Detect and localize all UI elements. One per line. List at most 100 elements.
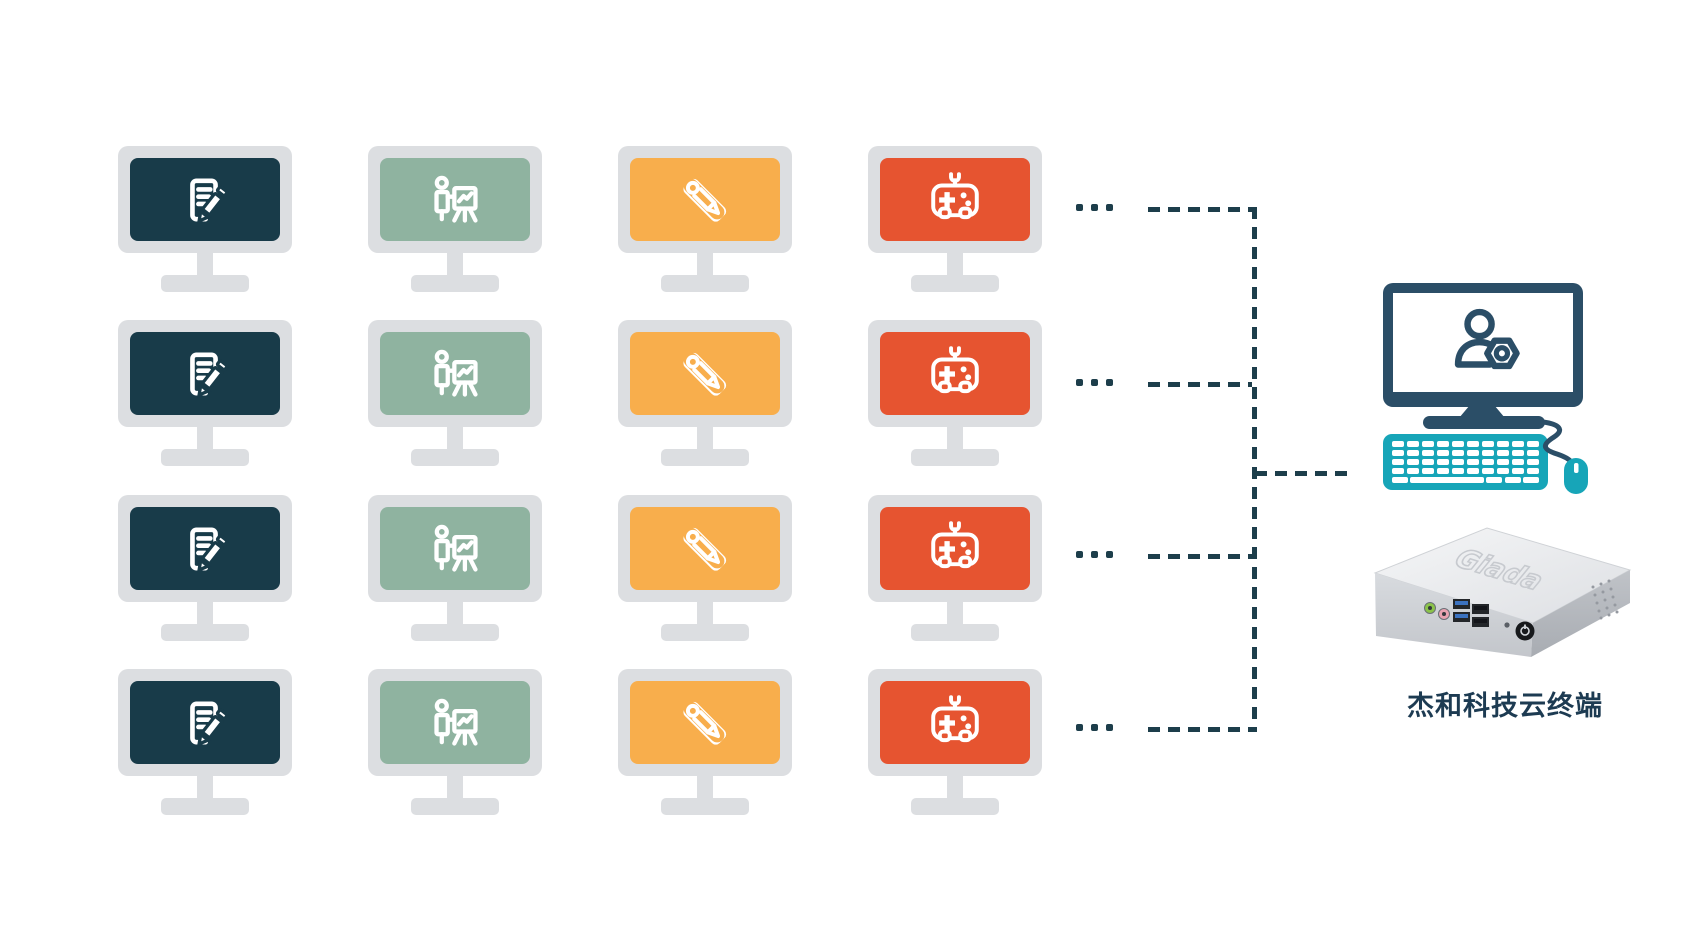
monitor-stand-neck — [447, 776, 463, 800]
document-edit-icon — [190, 352, 229, 398]
monitor-screen-gaming — [880, 158, 1030, 241]
monitor-screen-office — [130, 507, 280, 590]
keyboard-row — [1392, 458, 1540, 466]
monitor-presentation — [368, 495, 542, 602]
monitor-stand-neck — [697, 427, 713, 451]
keyboard-key — [1511, 458, 1525, 466]
monitor-design — [618, 320, 792, 427]
host-monitor-stand-neck — [1459, 406, 1505, 418]
monitor-screen-gaming — [880, 332, 1030, 415]
keyboard-key — [1523, 476, 1540, 484]
monitor-screen-office — [130, 332, 280, 415]
keyboard-key — [1481, 441, 1495, 448]
keyboard-row — [1392, 476, 1540, 484]
keyboard-key — [1511, 467, 1525, 475]
keyboard-key — [1511, 449, 1525, 457]
host-monitor-stand-base — [1423, 416, 1545, 429]
keyboard-row — [1392, 449, 1540, 457]
keyboard-icon — [1383, 434, 1548, 490]
monitor-gaming — [868, 495, 1042, 602]
monitor-presentation — [368, 669, 542, 776]
keyboard-key — [1481, 449, 1495, 457]
document-edit-icon — [190, 701, 229, 747]
monitor-gaming — [868, 146, 1042, 253]
keyboard-key — [1392, 441, 1405, 448]
monitor-design — [618, 669, 792, 776]
monitor-stand-neck — [947, 602, 963, 626]
dashed-connector-row-1 — [1148, 207, 1252, 212]
monitor-office — [118, 495, 292, 602]
keyboard-key — [1406, 458, 1420, 466]
keyboard-key — [1436, 467, 1450, 475]
keyboard-key — [1451, 467, 1465, 475]
keyboard-key — [1466, 441, 1480, 448]
gamepad-icon — [931, 171, 979, 219]
monitor-screen-gaming — [880, 681, 1030, 764]
ellipsis-dots — [1076, 724, 1083, 731]
monitor-stand-base — [661, 449, 749, 466]
monitor-gaming — [868, 320, 1042, 427]
monitor-stand-neck — [197, 602, 213, 626]
keyboard-row — [1392, 441, 1540, 448]
keyboard-key — [1466, 467, 1480, 475]
monitor-screen-design — [630, 158, 780, 241]
presenter-whiteboard-icon — [434, 349, 478, 397]
monitor-screen-presentation — [380, 158, 530, 241]
keyboard-key — [1496, 467, 1510, 475]
keyboard-key — [1504, 476, 1521, 484]
monitor-design — [618, 146, 792, 253]
monitor-stand-neck — [197, 427, 213, 451]
keyboard-key — [1421, 441, 1435, 448]
keyboard-key — [1436, 458, 1450, 466]
monitor-stand-base — [911, 449, 999, 466]
monitor-stand-neck — [947, 427, 963, 451]
keyboard-key — [1526, 449, 1540, 457]
monitor-stand-base — [911, 624, 999, 641]
dashed-connector-host-branch — [1255, 471, 1355, 476]
monitor-screen-design — [630, 332, 780, 415]
ellipsis-dots — [1091, 551, 1098, 558]
mini-pc-side-face — [1531, 570, 1630, 657]
document-edit-icon — [190, 178, 229, 224]
keyboard-key — [1406, 441, 1420, 448]
monitor-gaming — [868, 669, 1042, 776]
dashed-connector-row-4 — [1148, 727, 1252, 732]
monitor-stand-neck — [697, 602, 713, 626]
monitor-stand-neck — [697, 253, 713, 277]
keyboard-key — [1436, 441, 1450, 448]
monitor-screen-office — [130, 158, 280, 241]
monitor-stand-neck — [447, 427, 463, 451]
usb-ports — [1453, 599, 1489, 627]
keyboard-key — [1526, 458, 1540, 466]
ellipsis-dots — [1106, 379, 1113, 386]
monitor-screen-gaming — [880, 507, 1030, 590]
keyboard-key — [1436, 449, 1450, 457]
presenter-whiteboard-icon — [434, 698, 478, 746]
monitor-stand-neck — [197, 776, 213, 800]
dashed-connector-row-2 — [1148, 382, 1252, 387]
monitor-stand-base — [911, 798, 999, 815]
monitor-office — [118, 146, 292, 253]
monitor-stand-neck — [697, 776, 713, 800]
monitor-screen-design — [630, 507, 780, 590]
keyboard-key — [1466, 458, 1480, 466]
ruler-pencil-icon — [683, 178, 727, 222]
user-gear-icon — [1454, 308, 1520, 369]
keyboard-key — [1496, 441, 1510, 448]
ellipsis-dots — [1106, 724, 1113, 731]
keyboard-key — [1526, 441, 1540, 448]
keyboard-key — [1410, 476, 1484, 484]
monitor-office — [118, 669, 292, 776]
ellipsis-dots — [1076, 379, 1083, 386]
monitor-stand-base — [161, 449, 249, 466]
keyboard-key — [1421, 458, 1435, 466]
keyboard-key — [1451, 458, 1465, 466]
monitor-presentation — [368, 320, 542, 427]
monitor-stand-base — [411, 624, 499, 641]
ellipsis-dots — [1076, 204, 1083, 211]
keyboard-key — [1496, 458, 1510, 466]
dashed-connector-row-3 — [1148, 554, 1252, 559]
mouse-wheel — [1574, 463, 1579, 473]
keyboard-key — [1421, 449, 1435, 457]
